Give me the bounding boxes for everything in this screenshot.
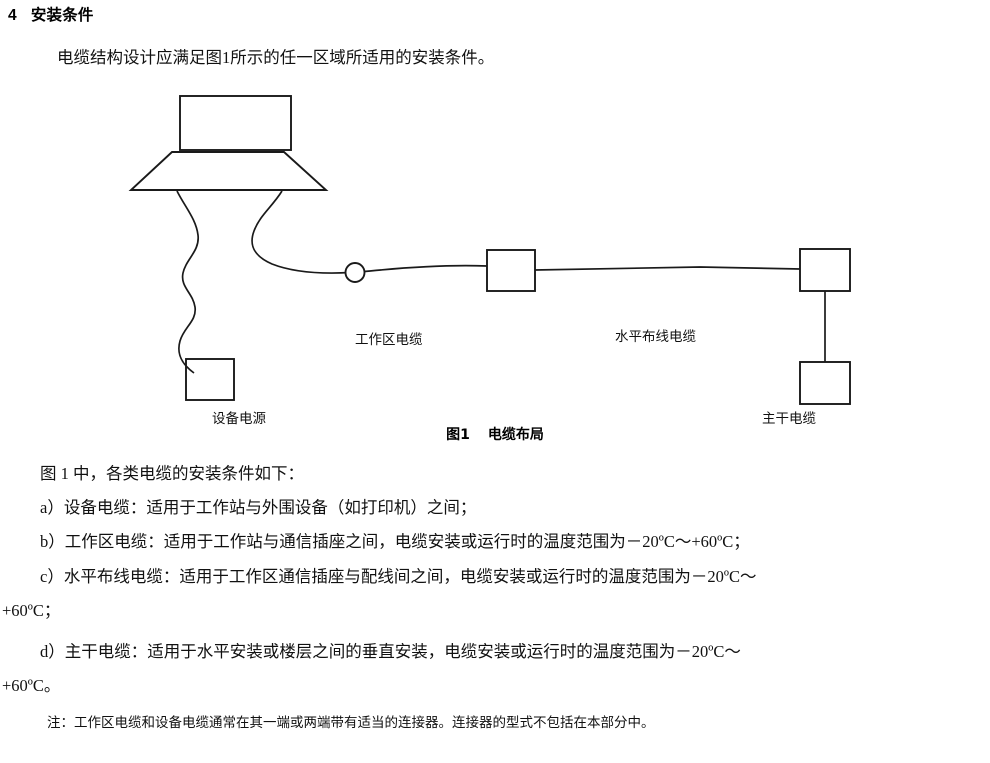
list-item-a: a）设备电缆：适用于工作站与外围设备（如打印机）之间； <box>40 498 477 517</box>
intro-paragraph: 电缆结构设计应满足图1所示的任一区域所适用的安装条件。 <box>57 48 495 67</box>
label-equipment-power: 设备电源 <box>212 411 266 426</box>
clause-title: 安装条件 <box>30 6 94 24</box>
figure-caption-label: 图1 <box>446 427 470 443</box>
list-item-c: c）水平布线电缆：适用于工作区通信插座与配线间之间，电缆安装或运行时的温度范围为… <box>40 567 757 586</box>
clause-number: 4 <box>8 7 17 24</box>
label-backbone-cable: 主干电缆 <box>762 411 816 426</box>
list-item-c-continuation: +60ºC； <box>2 601 61 620</box>
building-distributor-box <box>799 361 851 405</box>
horizontal-cabling-line <box>534 266 801 271</box>
power-supply-box <box>185 358 235 401</box>
note-paragraph: 注：工作区电缆和设备电缆通常在其一端或两端带有适当的连接器。连接器的型式不包括在… <box>47 715 655 730</box>
list-item-d-continuation: +60ºC。 <box>2 676 61 695</box>
floor-distributor-box <box>799 248 851 292</box>
laptop-screen-rect <box>179 95 292 151</box>
telecommunications-outlet-box <box>486 249 536 292</box>
figure-caption-title: 电缆布局 <box>487 427 544 443</box>
connector-circle <box>344 262 366 283</box>
label-work-area-cable: 工作区电缆 <box>355 332 423 347</box>
work-area-cable <box>251 190 488 274</box>
figure-caption: 图1 电缆布局 <box>0 424 990 444</box>
clause-heading: 4 安装条件 <box>8 3 94 25</box>
label-horizontal-cable: 水平布线电缆 <box>615 329 696 344</box>
equipment-power-cable <box>176 190 199 374</box>
list-lead-in: 图 1 中，各类电缆的安装条件如下： <box>40 464 304 483</box>
figure-cable-layout: 工作区电缆 设备电源 水平布线电缆 主干电缆 <box>0 85 990 426</box>
list-item-d: d）主干电缆：适用于水平安装或楼层之间的垂直安装，电缆安装或运行时的温度范围为－… <box>40 642 741 661</box>
laptop-base-trapezoid <box>128 151 329 191</box>
list-item-b: b）工作区电缆：适用于工作站与通信插座之间，电缆安装或运行时的温度范围为－20º… <box>40 532 750 551</box>
